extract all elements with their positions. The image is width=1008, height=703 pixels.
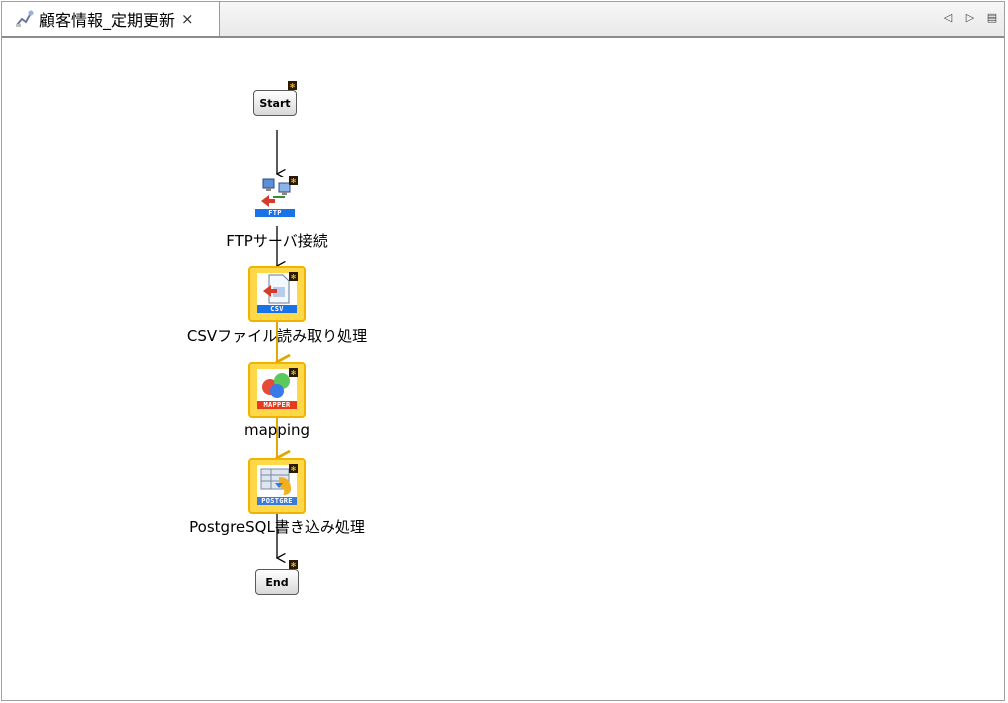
postgre-tag: POSTGRE <box>257 497 297 505</box>
job-design-icon <box>16 10 34 27</box>
postgresql-write-label: PostgreSQL書き込み処理 <box>189 518 365 536</box>
ftp-connection-label: FTPサーバ接続 <box>226 232 328 250</box>
component-badge-icon: ✻ <box>289 272 298 281</box>
mapper-icon: MAPPER <box>257 369 297 409</box>
next-tab-icon[interactable]: ▷ <box>965 10 975 24</box>
tab-title: 顧客情報_定期更新 <box>39 11 176 30</box>
ftp-connection-component[interactable]: FTP <box>252 174 302 224</box>
design-canvas[interactable]: Start ✻ FTP ✻ FTPサーバ接続 <box>2 38 1004 700</box>
component-badge-icon: ✻ <box>289 464 298 473</box>
mapping-label: mapping <box>243 421 311 439</box>
close-icon[interactable]: × <box>181 9 194 28</box>
mapper-tag: MAPPER <box>257 401 297 409</box>
editor-tab-bar: 顧客情報_定期更新 × ◁ ▷ ▤ <box>2 2 1004 38</box>
mapping-component[interactable]: MAPPER <box>248 362 306 418</box>
component-badge-icon: ✻ <box>289 560 298 569</box>
start-node[interactable]: Start <box>253 90 297 116</box>
csv-tag: CSV <box>257 305 297 313</box>
previous-tab-icon[interactable]: ◁ <box>943 10 953 24</box>
connection-lines <box>2 130 1006 702</box>
component-badge-icon: ✻ <box>288 81 297 90</box>
editor-tab[interactable]: 顧客情報_定期更新 × <box>2 2 220 36</box>
csv-read-label: CSVファイル読み取り処理 <box>186 327 368 345</box>
component-badge-icon: ✻ <box>289 176 298 185</box>
start-node-label: Start <box>259 96 291 110</box>
component-badge-icon: ✻ <box>289 368 298 377</box>
end-node-label: End <box>265 575 289 589</box>
tab-list-menu-icon[interactable]: ▤ <box>986 10 998 24</box>
ftp-connection-icon: FTP <box>255 177 295 217</box>
ftp-tag: FTP <box>255 209 295 217</box>
end-node[interactable]: End <box>255 569 299 595</box>
tab-controls: ◁ ▷ ▤ <box>942 10 998 24</box>
